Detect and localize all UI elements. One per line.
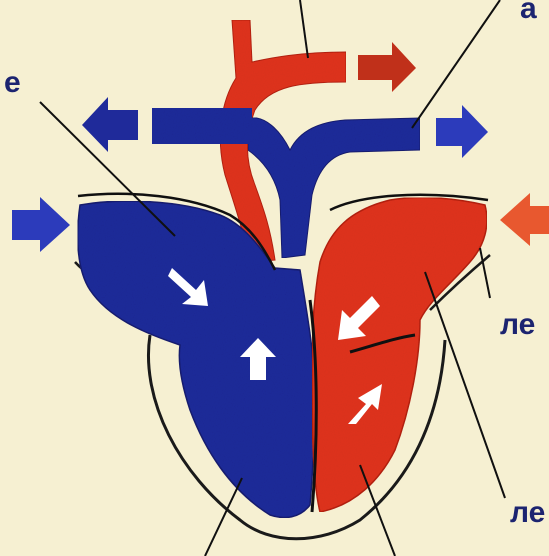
arrow-pulmonary-right-icon (436, 105, 488, 158)
right-heart-chambers (78, 201, 314, 517)
label-top-right: а (520, 0, 537, 24)
pulmonary-branch-left (152, 108, 252, 144)
arrow-pulmonary-left-icon (82, 97, 138, 152)
leader-line-top-center (300, 0, 308, 58)
label-left-top: е (4, 68, 21, 98)
label-right-middle: ле (500, 310, 535, 340)
arrow-pulmonary-vein-in-icon (500, 193, 549, 246)
leader-line-top-right (412, 0, 500, 128)
leader-line-bottom-right (360, 465, 395, 556)
left-heart-chambers (312, 198, 487, 512)
label-right-bottom: ле (510, 498, 545, 528)
arrow-vena-cava-in-icon (12, 197, 70, 252)
arrow-aorta-out-icon (358, 42, 416, 92)
leader-line-right-lower (425, 272, 505, 498)
